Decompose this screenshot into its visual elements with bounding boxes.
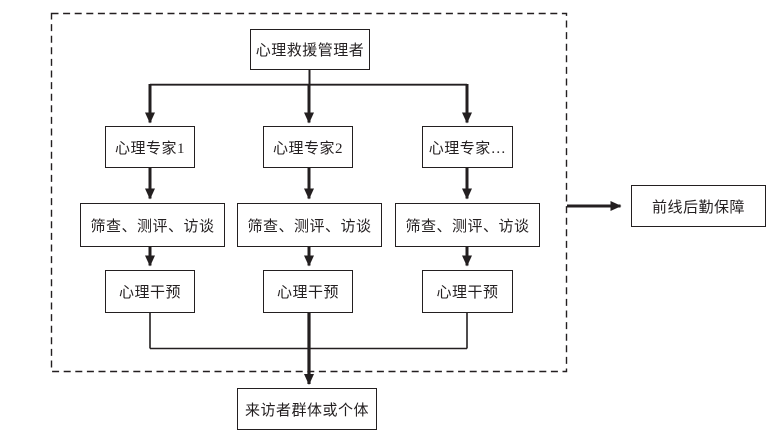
- expert-3-box: 心理专家…: [422, 126, 513, 168]
- manager-box: 心理救援管理者: [250, 29, 370, 70]
- logistics-box: 前线后勤保障: [631, 185, 766, 227]
- intervention-3-box: 心理干预: [422, 270, 513, 313]
- expert-1-box: 心理专家1: [105, 126, 195, 168]
- screening-3-box: 筛查、测评、访谈: [395, 203, 540, 247]
- screening-2-box: 筛查、测评、访谈: [237, 203, 382, 247]
- screening-1-box: 筛查、测评、访谈: [80, 203, 225, 247]
- visitors-box: 来访者群体或个体: [237, 388, 377, 430]
- intervention-1-box: 心理干预: [105, 270, 195, 313]
- intervention-2-box: 心理干预: [263, 270, 353, 313]
- expert-2-box: 心理专家2: [263, 126, 353, 168]
